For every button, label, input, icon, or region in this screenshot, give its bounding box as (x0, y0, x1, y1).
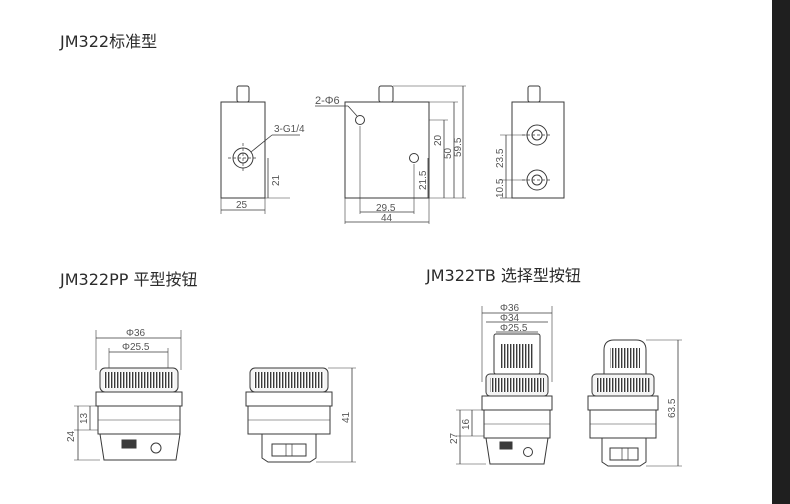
standard-back-view (500, 85, 565, 199)
contact-block (261, 434, 317, 463)
base (485, 437, 549, 465)
dim-21-5: 21.5 (418, 170, 429, 190)
dim-flat-41: 41 (341, 411, 352, 423)
plunger (527, 85, 541, 103)
screw (150, 442, 162, 454)
drawing-sheet: JM322标准型 JM322PP 平型按钮 JM322TB 选择型按钮 3-G1… (0, 0, 772, 504)
dim-flat-13: 13 (79, 412, 90, 424)
dim-port-label: 3-G1/4 (274, 124, 305, 135)
dim-23-5: 23.5 (495, 148, 506, 168)
dim-sel-25-5: Φ25.5 (500, 323, 528, 334)
dim-holes: 2-Φ6 (315, 95, 340, 107)
flat-front-view (74, 330, 183, 461)
flat-side-view (245, 367, 356, 463)
dim-flat-36: Φ36 (126, 328, 146, 339)
selector-front-view (456, 306, 553, 465)
dim-sel-63-5: 63.5 (667, 398, 678, 418)
title-standard: JM322标准型 (60, 32, 158, 51)
collar (95, 391, 183, 407)
standard-front-view (315, 85, 466, 224)
dim-sel-34: Φ34 (500, 313, 520, 324)
dim-44: 44 (381, 213, 393, 224)
dim-50: 50 (443, 147, 454, 159)
selector-knob (603, 339, 647, 374)
dim-sel-16: 16 (461, 418, 472, 430)
mount-hole-top (355, 115, 365, 125)
body-outline (220, 101, 266, 199)
dim-flat-25-5: Φ25.5 (122, 342, 150, 353)
dim-sel-36: Φ36 (500, 303, 520, 314)
dim-20: 20 (433, 134, 444, 146)
selector-side-view (587, 339, 682, 467)
collar (481, 395, 553, 411)
mount-hole-bottom (409, 153, 419, 163)
terminal (609, 447, 639, 461)
plunger (236, 85, 250, 103)
collar (245, 391, 333, 407)
base (99, 433, 181, 461)
screw (523, 447, 533, 457)
dim-sel-27: 27 (449, 432, 460, 444)
body-outline (344, 101, 430, 199)
standard-side-view (220, 85, 300, 214)
collar (587, 395, 659, 411)
dim-10-5: 10.5 (495, 178, 506, 198)
terminal (271, 443, 307, 457)
dim-29-5: 29.5 (376, 203, 396, 214)
dim-side-width: 25 (236, 200, 248, 211)
title-flat-button: JM322PP 平型按钮 (60, 270, 198, 289)
plunger (378, 85, 394, 103)
title-selector-button: JM322TB 选择型按钮 (426, 266, 581, 285)
dim-59-5: 59.5 (453, 137, 464, 157)
dim-side-height: 21 (271, 174, 282, 186)
dim-flat-24: 24 (66, 430, 77, 442)
contact-block (601, 438, 647, 467)
body-outline (511, 101, 565, 199)
